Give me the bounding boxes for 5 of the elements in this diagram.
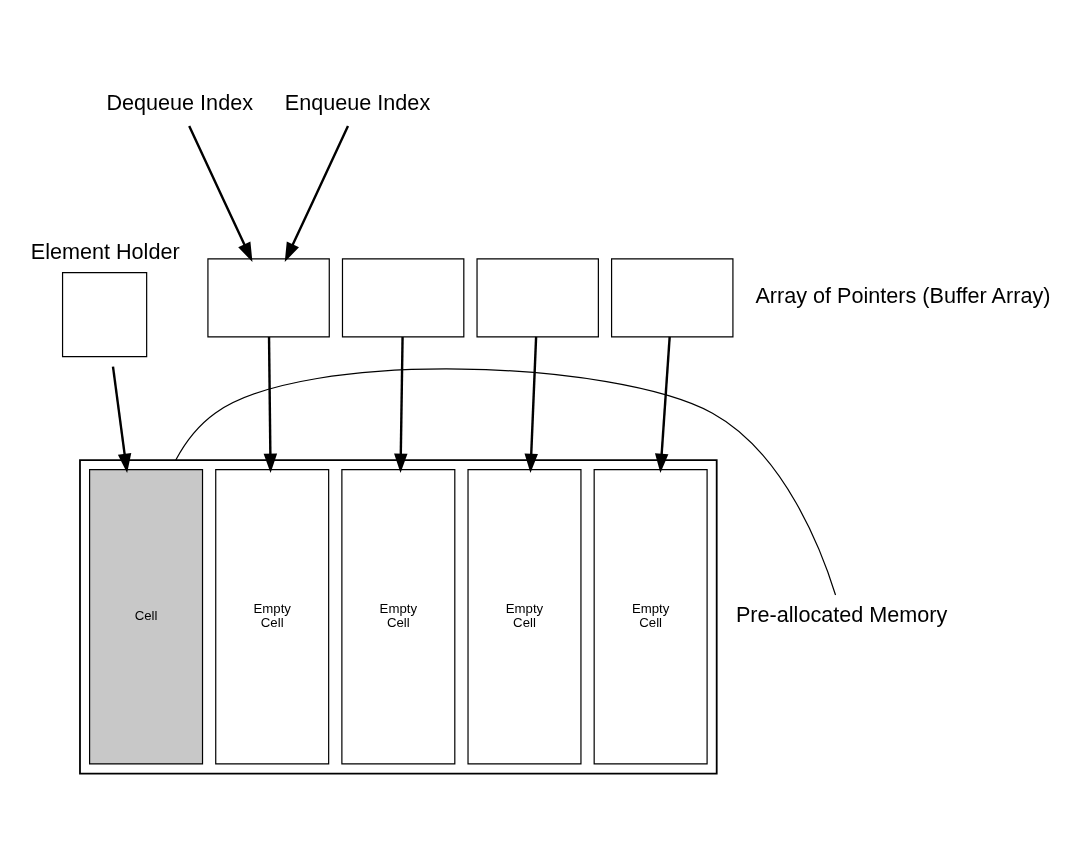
node-text: Enqueue Index xyxy=(284,89,431,115)
node-text: Dequeue Index xyxy=(106,89,253,115)
node-label: Element Holder xyxy=(30,238,180,264)
label: Array of Pointers (Buffer Array) xyxy=(755,282,1051,308)
node-text: Pre-allocated Memory xyxy=(735,601,948,627)
